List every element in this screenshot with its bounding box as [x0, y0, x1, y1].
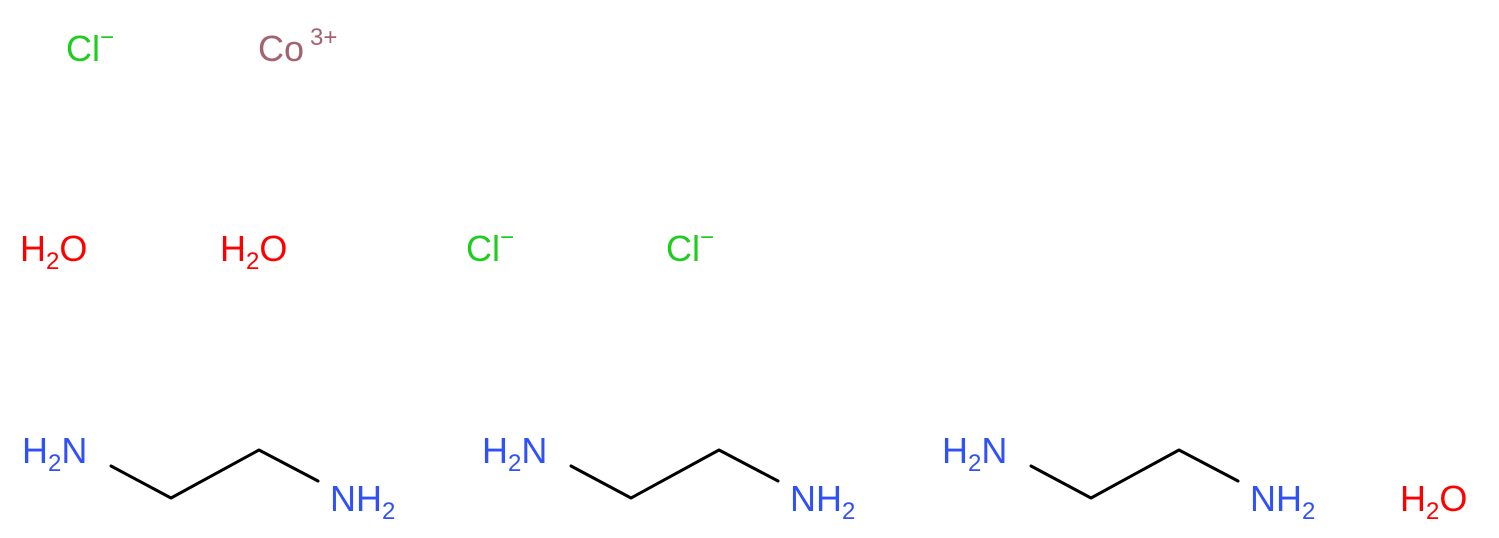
- amine-group-left: H2N: [22, 430, 87, 477]
- amine-group-right: NH2: [330, 478, 395, 525]
- amine-group-right: NH2: [790, 478, 855, 525]
- ethylenediamine-3: H2N NH2: [942, 430, 1315, 525]
- chloride-ion-3: Cl−: [666, 224, 714, 269]
- ethylenediamine-2: H2N NH2: [482, 430, 855, 525]
- chloride-ion-2: Cl−: [466, 224, 514, 269]
- amine-group-left: H2N: [942, 430, 1007, 477]
- water-molecule-1: H2O: [20, 228, 87, 275]
- ethylenediamine-1: H2N NH2: [22, 430, 395, 525]
- water-molecule-2: H2O: [220, 228, 287, 275]
- carbon-chain-bond: [109, 448, 320, 500]
- carbon-chain-bond: [569, 448, 780, 500]
- carbon-chain-bond: [1029, 448, 1240, 500]
- water-molecule-3: H2O: [1400, 478, 1467, 525]
- amine-group-left: H2N: [482, 430, 547, 477]
- chloride-ion-1: Cl−: [66, 24, 114, 69]
- amine-group-right: NH2: [1250, 478, 1315, 525]
